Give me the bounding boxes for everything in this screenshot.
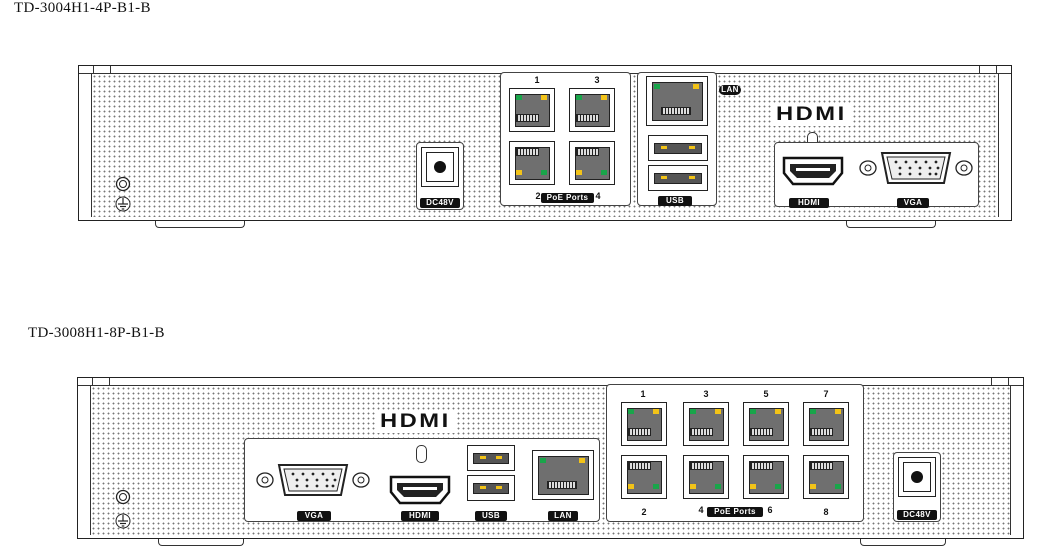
dc-power-jack-icon[interactable] (421, 147, 459, 187)
rj45-port-icon[interactable] (803, 402, 849, 446)
rj45-port-icon[interactable] (509, 141, 555, 185)
device-1-rear-panel: DC48V 1 3 2 PoE Ports 4 USB LAN HDMI (78, 65, 1012, 221)
corner-tab (979, 66, 997, 73)
poe-port-number: 3 (703, 389, 709, 399)
device-2-vga-label: VGA (297, 511, 331, 521)
device-2-rear-panel: HDMI VGA HDMI USB (77, 377, 1024, 539)
poe-port-number: 2 (641, 507, 647, 517)
device-2-foot-left (158, 539, 244, 546)
rj45-port-icon[interactable] (803, 455, 849, 499)
device-2-lan-label: LAN (548, 511, 578, 521)
rj45-port-icon[interactable] (683, 455, 729, 499)
screw-icon (115, 489, 131, 505)
device-1-av-box: HDMI VGA (774, 142, 979, 208)
rj45-port-icon[interactable] (646, 76, 708, 126)
hdmi-port-icon[interactable] (389, 475, 451, 505)
device-1-dc-box: DC48V (416, 142, 464, 210)
poe-port-number: 2 (535, 191, 541, 201)
rj45-port-icon[interactable] (621, 455, 667, 499)
rj45-port-icon[interactable] (569, 88, 615, 132)
device-1-poe-label: PoE Ports (541, 193, 594, 203)
device-1-foot-left (155, 221, 245, 228)
ground-icon (115, 196, 131, 212)
rj45-port-icon[interactable] (743, 455, 789, 499)
rj45-port-icon[interactable] (621, 402, 667, 446)
poe-port-number: 4 (698, 505, 704, 515)
device-1-vga-label: VGA (897, 198, 929, 208)
device-1-foot-right (846, 221, 936, 228)
usb-port-icon[interactable] (648, 165, 708, 191)
vga-port-icon[interactable] (255, 463, 371, 497)
rj45-port-icon[interactable] (569, 141, 615, 185)
poe-port-number: 1 (534, 75, 540, 85)
poe-port-number: 1 (640, 389, 646, 399)
device-2-usb-label: USB (475, 511, 507, 521)
poe-port-number: 7 (823, 389, 829, 399)
device-2-poe-box: 1 3 5 7 2 4 PoE Ports 6 8 (606, 384, 864, 522)
hdmi-port-icon[interactable] (782, 156, 844, 186)
dc-power-jack-icon[interactable] (898, 457, 936, 497)
device-1-hdmi-label: HDMI (789, 198, 829, 208)
rj45-port-icon[interactable] (532, 450, 594, 500)
poe-port-number: 8 (823, 507, 829, 517)
device-2-dc-label: DC48V (897, 510, 937, 520)
corner-tab (93, 66, 111, 73)
device-2-av-box: VGA HDMI USB LAN (244, 438, 600, 522)
device-2-hdmi-logo: HDMI (375, 411, 456, 433)
poe-port-number: 4 (595, 191, 601, 201)
device-1-lan-label: LAN (719, 85, 741, 95)
device-2-foot-right (860, 539, 946, 546)
device-1-hdmi-logo: HDMI (771, 104, 852, 126)
device-2-model-title: TD-3008H1-8P-B1-B (28, 325, 165, 341)
ground-icon (115, 513, 131, 529)
device-2-poe-label: PoE Ports (707, 507, 763, 517)
device-2-hdmi-label: HDMI (401, 511, 439, 521)
rj45-port-icon[interactable] (683, 402, 729, 446)
device-1-usb-label: USB (658, 196, 692, 206)
device-1-model-title: TD-3004H1-4P-B1-B (14, 0, 151, 16)
screw-icon (115, 176, 131, 192)
device-2-dc-box: DC48V (893, 452, 941, 522)
poe-port-number: 3 (594, 75, 600, 85)
vga-port-icon[interactable] (858, 151, 974, 185)
usb-port-icon[interactable] (467, 475, 515, 501)
usb-port-icon[interactable] (648, 135, 708, 161)
poe-port-number: 6 (767, 505, 773, 515)
poe-port-number: 5 (763, 389, 769, 399)
corner-tab (991, 378, 1009, 385)
device-2-top-strip (78, 378, 1023, 386)
corner-tab (92, 378, 110, 385)
device-1-dc-label: DC48V (420, 198, 460, 208)
rj45-port-icon[interactable] (743, 402, 789, 446)
device-1-usb-lan-box: USB (637, 72, 717, 206)
device-1-poe-box: 1 3 2 PoE Ports 4 (500, 72, 631, 206)
usb-port-icon[interactable] (467, 445, 515, 471)
rj45-port-icon[interactable] (509, 88, 555, 132)
device-2-led-indicator (416, 445, 427, 463)
